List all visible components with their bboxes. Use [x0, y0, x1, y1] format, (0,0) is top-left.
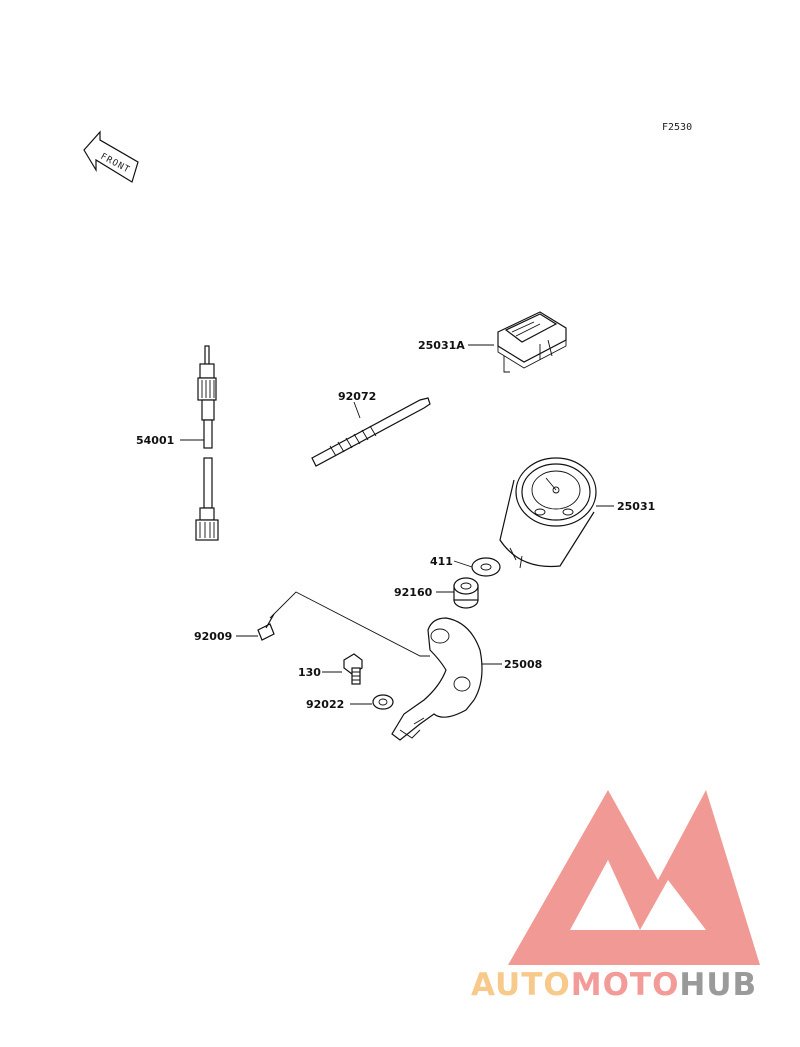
- part-label: 25031: [617, 500, 655, 513]
- cable-tie: [311, 397, 431, 467]
- part-label: 130: [298, 666, 321, 679]
- indicator-housing: [497, 311, 567, 373]
- speedometer-cable: [195, 345, 219, 541]
- speedometer-gauge: [499, 457, 597, 569]
- automotohub-logo: [508, 790, 760, 965]
- part-label: 92072: [338, 390, 376, 403]
- part-label: 25031A: [418, 339, 465, 352]
- part-label: 411: [430, 555, 453, 568]
- part-label: 92022: [306, 698, 344, 711]
- watermark-text: AUTOMOTOHUB: [471, 967, 757, 1003]
- front-arrow-icon: FRONT: [83, 130, 139, 183]
- watermark-hub: HUB: [679, 967, 757, 1003]
- small-washer: [372, 694, 394, 710]
- grommet: [453, 577, 479, 609]
- bolt: [343, 653, 363, 685]
- part-label: 92009: [194, 630, 232, 643]
- part-label: 25008: [504, 658, 542, 671]
- screw: [257, 591, 430, 657]
- figure-ref: F2530: [662, 122, 692, 133]
- washer: [471, 557, 501, 577]
- watermark-moto: MOTO: [571, 967, 680, 1003]
- part-label: 92160: [394, 586, 433, 599]
- meter-bracket: [391, 617, 483, 741]
- part-label: 54001: [136, 434, 174, 447]
- watermark-auto: AUTO: [471, 967, 571, 1003]
